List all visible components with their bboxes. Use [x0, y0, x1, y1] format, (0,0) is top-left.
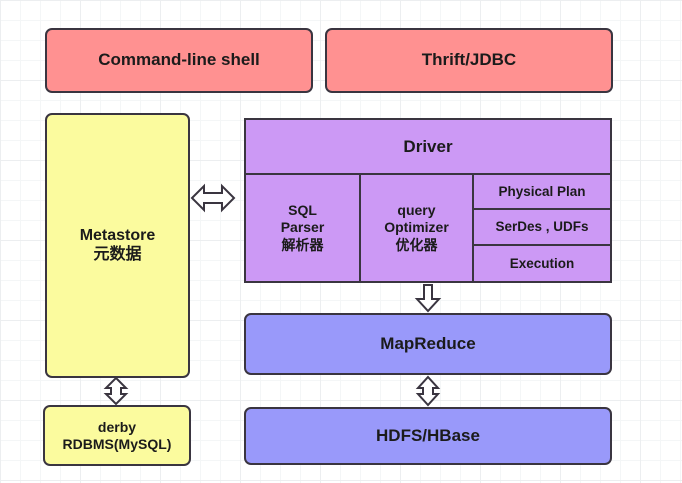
node-mapreduce-label: MapReduce: [380, 333, 476, 353]
node-driver[interactable]: Driver SQL Parser 解析器 query Optimizer 优化…: [244, 118, 612, 283]
node-query-optimizer-line2: Optimizer: [384, 219, 449, 236]
node-serdes-udfs[interactable]: SerDes , UDFs: [474, 210, 610, 246]
node-physical-plan[interactable]: Physical Plan: [474, 175, 610, 211]
driver-stack-column: Physical Plan SerDes , UDFs Execution: [474, 175, 610, 281]
node-sql-parser-text: SQL Parser 解析器: [281, 202, 325, 255]
node-sql-parser-line2: Parser: [280, 219, 325, 236]
driver-columns: SQL Parser 解析器 query Optimizer 优化器 Physi…: [246, 175, 610, 281]
node-sql-parser-line3: 解析器: [281, 236, 324, 253]
node-command-line-shell[interactable]: Command-line shell: [45, 28, 313, 93]
node-mapreduce[interactable]: MapReduce: [244, 313, 612, 375]
arrow-metastore-derby-bidirectional: [103, 376, 129, 406]
node-execution[interactable]: Execution: [509, 255, 575, 271]
node-thrift-jdbc-label: Thrift/JDBC: [421, 50, 517, 70]
node-command-line-shell-label: Command-line shell: [98, 50, 260, 70]
node-sql-parser[interactable]: SQL Parser 解析器: [246, 175, 361, 281]
arrow-metastore-driver-bidirectional: [190, 183, 236, 213]
node-derby-rdbms[interactable]: derby RDBMS(MySQL): [43, 405, 191, 466]
node-derby-rdbms-text: derby RDBMS(MySQL): [63, 419, 172, 452]
node-metastore-subtitle: 元数据: [93, 245, 142, 263]
node-metastore-title: Metastore: [79, 226, 156, 244]
node-metastore[interactable]: Metastore 元数据: [45, 113, 190, 378]
arrow-driver-mapreduce-down: [414, 284, 442, 313]
node-thrift-jdbc[interactable]: Thrift/JDBC: [325, 28, 613, 93]
node-query-optimizer-line1: query: [397, 201, 436, 218]
node-metastore-text: Metastore 元数据: [80, 227, 156, 265]
node-query-optimizer[interactable]: query Optimizer 优化器: [361, 175, 474, 281]
node-hdfs-hbase[interactable]: HDFS/HBase: [244, 407, 612, 465]
node-query-optimizer-text: query Optimizer 优化器: [384, 202, 449, 255]
node-sql-parser-line1: SQL: [288, 201, 317, 218]
arrow-mapreduce-hdfs-bidirectional: [415, 375, 441, 407]
node-driver-title: Driver: [246, 120, 610, 175]
node-derby-rdbms-line1: derby: [97, 418, 137, 435]
node-derby-rdbms-line2: RDBMS(MySQL): [62, 435, 172, 452]
node-query-optimizer-line3: 优化器: [395, 236, 438, 253]
node-hdfs-hbase-label: HDFS/HBase: [376, 425, 480, 445]
